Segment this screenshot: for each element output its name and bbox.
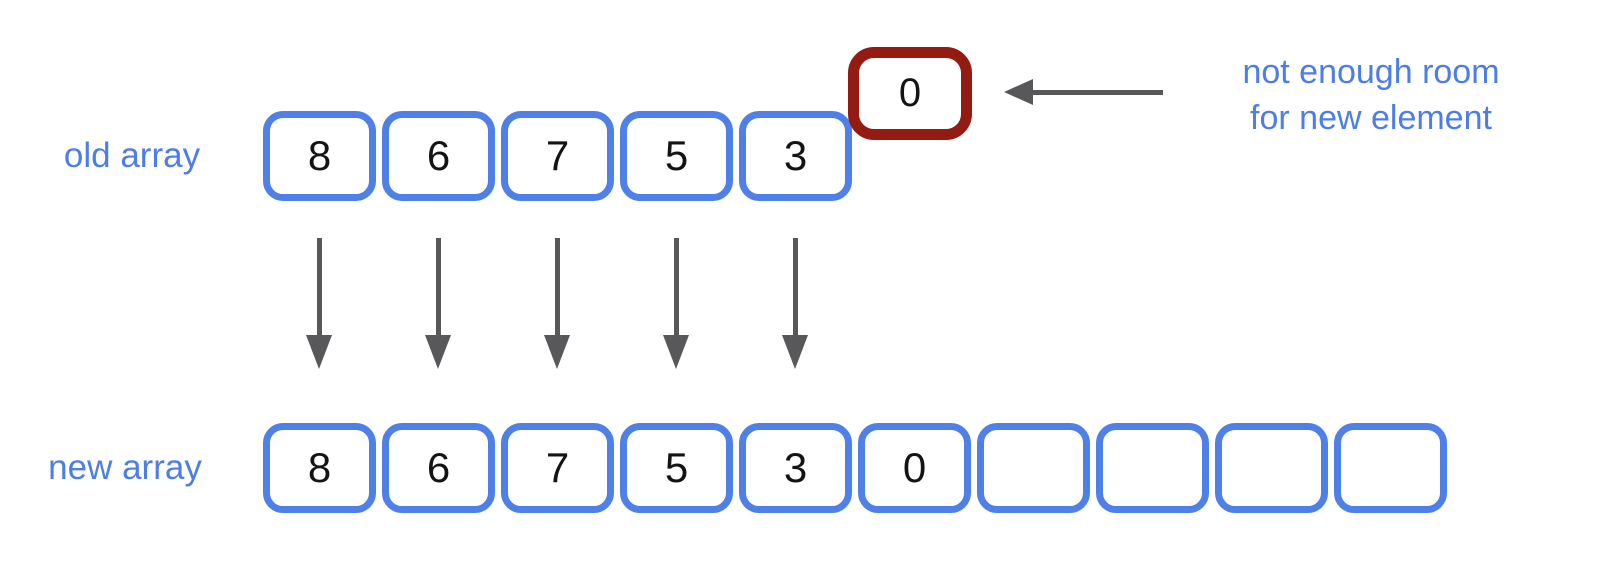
array-cell: 7 <box>501 423 614 513</box>
array-cell: 3 <box>739 423 852 513</box>
array-cell: 0 <box>858 423 971 513</box>
copy-arrow-head <box>425 335 451 369</box>
copy-arrow-icon <box>306 238 332 369</box>
array-cell <box>1215 423 1328 513</box>
annotation-line-1: not enough room <box>1242 53 1500 91</box>
copy-arrow-shaft <box>673 238 679 335</box>
array-cell <box>977 423 1090 513</box>
annotation-arrow-shaft <box>1031 90 1163 95</box>
copy-arrow-icon <box>544 238 570 369</box>
array-cell: 8 <box>263 111 376 201</box>
copy-arrow-icon <box>663 238 689 369</box>
array-cell: 6 <box>382 423 495 513</box>
new-array-label: new array <box>48 448 202 487</box>
array-cell: 6 <box>382 111 495 201</box>
array-cell: 7 <box>501 111 614 201</box>
array-cell <box>1096 423 1209 513</box>
copy-arrow-icon <box>782 238 808 369</box>
overflow-cell-value: 0 <box>898 71 922 115</box>
copy-arrow-head <box>782 335 808 369</box>
array-cell: 5 <box>620 423 733 513</box>
overflow-cell: 0 <box>848 47 972 140</box>
copy-arrow-shaft <box>316 238 322 335</box>
annotation-arrow-icon <box>1004 79 1033 105</box>
copy-arrow-icon <box>425 238 451 369</box>
annotation-text: not enough room for new element <box>1180 49 1562 141</box>
annotation-line-2: for new element <box>1250 99 1492 137</box>
copy-arrow-head <box>306 335 332 369</box>
copy-arrow-shaft <box>554 238 560 335</box>
array-cell: 8 <box>263 423 376 513</box>
array-cell: 5 <box>620 111 733 201</box>
copy-arrow-head <box>663 335 689 369</box>
copy-arrow-shaft <box>435 238 441 335</box>
copy-arrow-head <box>544 335 570 369</box>
copy-arrows <box>263 238 851 369</box>
array-cell <box>1334 423 1447 513</box>
old-array-label: old array <box>63 136 201 175</box>
copy-arrow-shaft <box>792 238 798 335</box>
array-cell: 3 <box>739 111 852 201</box>
